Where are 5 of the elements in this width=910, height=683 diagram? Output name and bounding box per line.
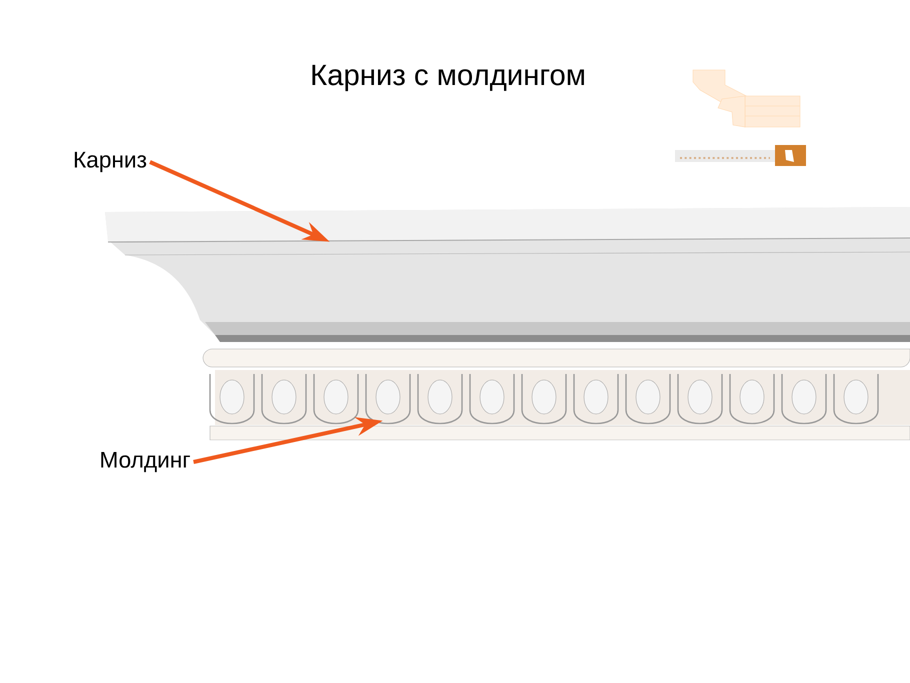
cornice-drawing xyxy=(105,207,910,342)
title: Карниз с молдингом xyxy=(312,64,584,92)
molding-drawing xyxy=(202,348,910,440)
part-label: Молдинг xyxy=(101,452,190,472)
part-label: Карниз xyxy=(74,152,146,172)
